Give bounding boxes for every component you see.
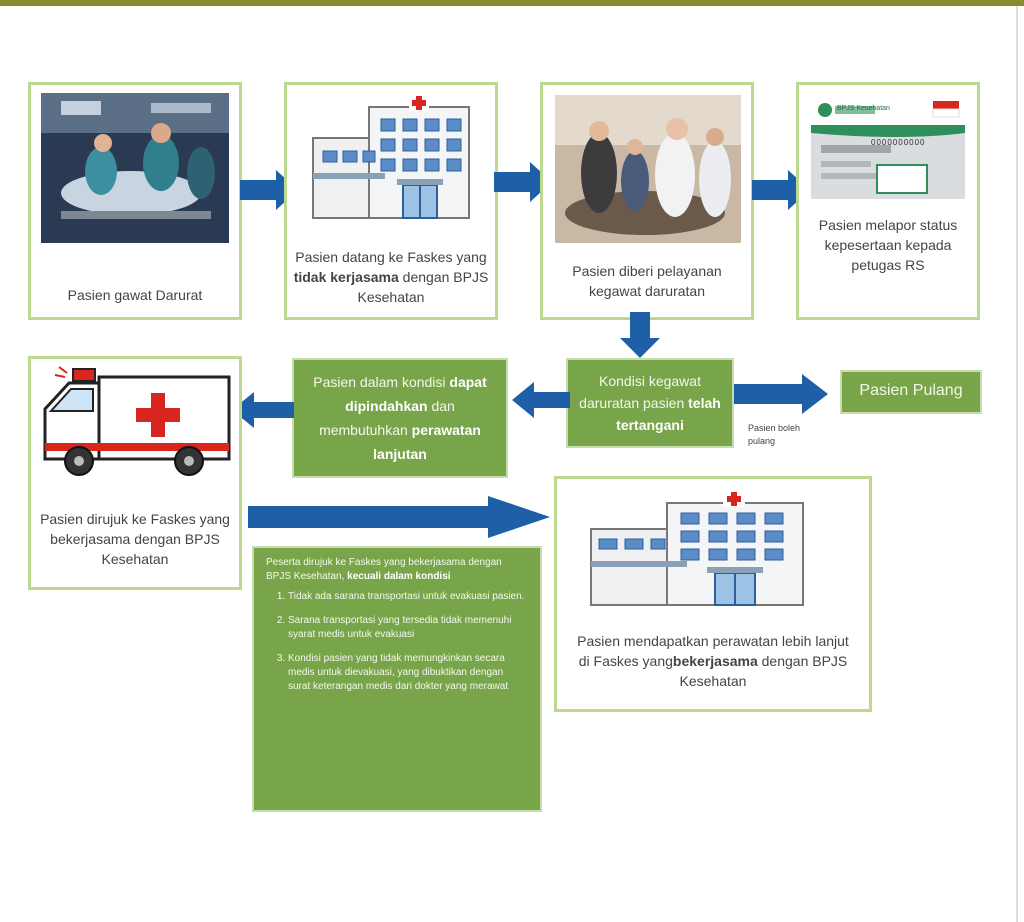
condition-handled-box: Kondisi kegawat daruratan pasien telah t… [566,358,734,448]
membership-card: BPJS Kesehatan 0000000000 [811,95,965,199]
exception-item: Kondisi pasien yang tidak memungkinkan s… [288,652,528,694]
step-report-box: BPJS Kesehatan 0000000000 Pasien melapor… [796,82,980,320]
movable-condition-box: Pasien dalam kondisi dapat dipindahkan d… [292,358,508,478]
further-care-label: Pasien mendapatkan perawatan lebih lanju… [577,633,849,689]
right-divider [1016,6,1018,922]
go-home-box: Pasien Pulang [840,370,982,414]
card-number-text: 0000000000 [871,138,926,147]
arrow-served-to-report [752,170,810,210]
arrow-movable-to-referred [232,392,294,428]
step-served-box: Pasien diberi pelayanan kegawat darurata… [540,82,754,320]
exception-item: Sarana transportasi yang tersedia tidak … [288,614,528,642]
step-emergency-label: Pasien gawat Darurat [67,287,203,303]
arrow-emergency-to-arrive [240,170,298,210]
step-emergency-box: Pasien gawat Darurat [28,82,242,320]
exceptions-list: Tidak ada sarana transportasi untuk evak… [266,590,528,694]
step-arrive-label: Pasien datang ke Faskes yang tidak kerja… [293,249,489,305]
referral-exceptions-box: Peserta dirujuk ke Faskes yang bekerjasa… [252,546,542,812]
referred-label: Pasien dirujuk ke Faskes yang bekerjasam… [40,511,230,567]
arrow-referred-to-further-care [248,496,550,538]
arrow-handled-to-movable [512,382,570,418]
go-home-note: Pasien boleh pulang [748,423,801,446]
emergency-photo [41,93,229,243]
ambulance-icon [39,363,235,483]
further-care-box: Pasien mendapatkan perawatan lebih lanju… [554,476,872,712]
arrow-arrive-to-served [494,162,552,202]
treatment-photo [555,95,741,243]
hospital-icon-2 [587,489,807,607]
exception-item: Tidak ada sarana transportasi untuk evak… [288,590,528,604]
arrow-served-to-handled [620,312,660,358]
step-served-label: Pasien diberi pelayanan kegawat darurata… [572,263,722,299]
exceptions-intro: Peserta dirujuk ke Faskes yang bekerjasa… [266,557,502,582]
hospital-icon [309,93,475,223]
top-border [0,0,1024,6]
step-arrive-box: Pasien datang ke Faskes yang tidak kerja… [284,82,498,320]
referred-box: Pasien dirujuk ke Faskes yang bekerjasam… [28,356,242,590]
step-report-label: Pasien melapor status kepesertaan kepada… [818,217,958,273]
card-logo-text: BPJS Kesehatan [837,105,890,112]
arrow-handled-to-home [734,374,828,414]
